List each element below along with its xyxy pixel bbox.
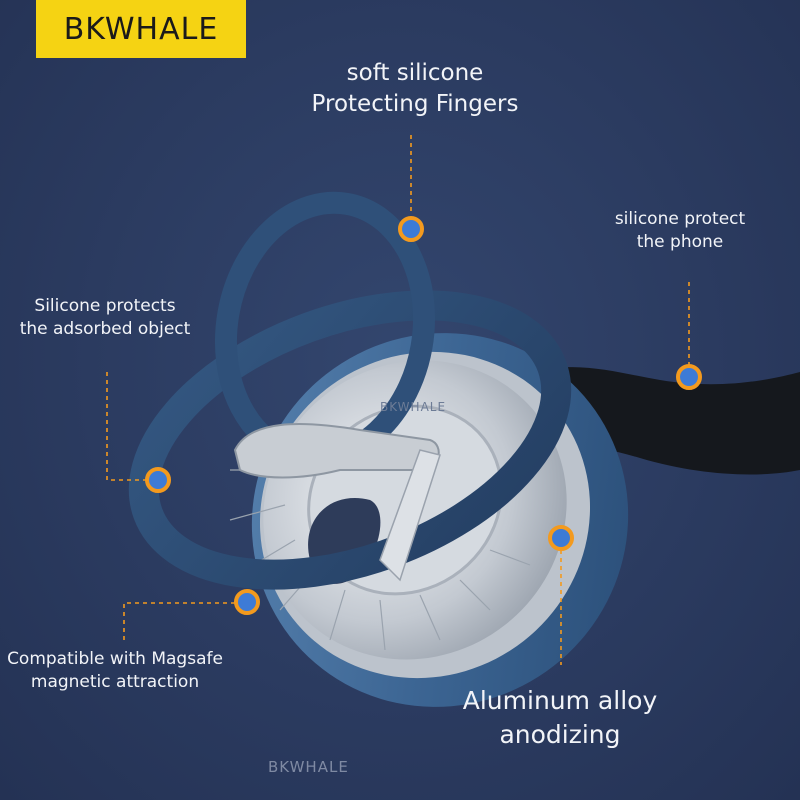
callout-left-line2: the adsorbed object xyxy=(19,318,191,339)
callout-right-line1: silicone protect xyxy=(614,209,746,229)
callout-bottom-left-line2: magnetic attraction xyxy=(30,671,200,692)
marker-right xyxy=(676,364,702,390)
callout-line-bottom-left xyxy=(123,602,235,640)
callout-label-bottom: Aluminum alloy anodizing xyxy=(440,684,680,752)
marker-top xyxy=(398,216,424,242)
callout-bottom-left-line1: Compatible with Magsafe xyxy=(7,649,223,669)
callout-top-line2: Protecting Fingers xyxy=(311,91,519,118)
bottom-watermark: BKWHALE xyxy=(268,758,349,776)
callout-label-top: soft silicone Protecting Fingers xyxy=(270,58,560,120)
callout-line-left xyxy=(106,372,147,481)
brand-logo: BKWHALE xyxy=(36,0,246,58)
marker-bottom xyxy=(548,525,574,551)
callout-right-line2: the phone xyxy=(636,231,724,252)
ring-engraving: BKWHALE xyxy=(380,400,447,414)
callout-label-right: silicone protect the phone xyxy=(590,208,770,254)
callout-bottom-line1: Aluminum alloy xyxy=(462,686,658,715)
marker-left xyxy=(145,467,171,493)
brand-logo-text: BKWHALE xyxy=(63,11,219,47)
callout-left-line1: Silicone protects xyxy=(34,296,176,316)
marker-bottom-left xyxy=(234,589,260,615)
callout-label-left: Silicone protects the adsorbed object xyxy=(0,295,210,341)
callout-label-bottom-left: Compatible with Magsafe magnetic attract… xyxy=(0,648,230,694)
callout-top-line1: soft silicone xyxy=(346,60,484,86)
callout-bottom-line2: anodizing xyxy=(499,719,621,749)
